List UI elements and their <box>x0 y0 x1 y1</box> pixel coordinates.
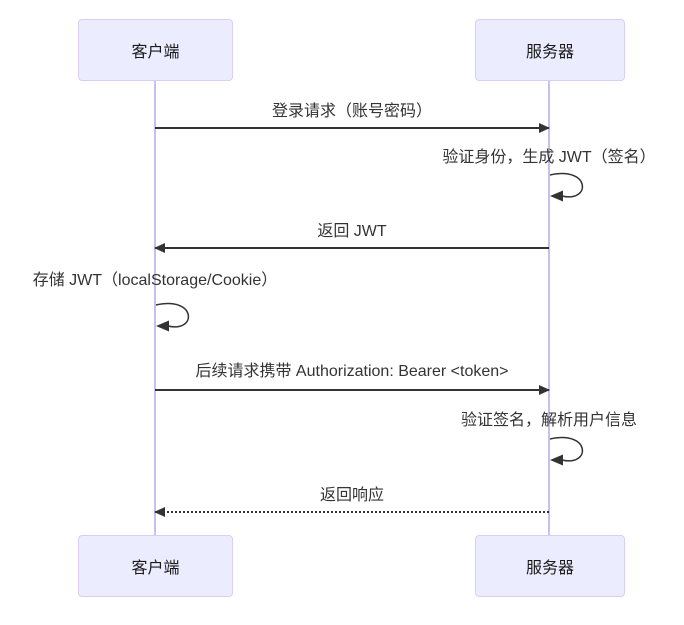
message-bearer-token-arrow <box>155 385 550 395</box>
message-bearer-token-label: 后续请求携带 Authorization: Bearer <token> <box>195 363 509 380</box>
message-login-request-label: 登录请求（账号密码） <box>271 103 433 120</box>
arrow-line-dotted <box>155 511 549 513</box>
server-self-loop-arrow-2 <box>549 436 584 466</box>
server-lifeline <box>548 80 550 536</box>
arrowhead-left-icon <box>154 243 165 253</box>
actor-client-top-label: 客户端 <box>131 44 180 61</box>
arrow-line <box>155 389 549 391</box>
arrowhead-right-icon <box>539 385 550 395</box>
actor-client-bottom: 客户端 <box>78 535 233 597</box>
arrow-line <box>155 127 549 129</box>
actor-server-top: 服务器 <box>475 19 625 81</box>
message-return-response-arrow <box>154 507 549 517</box>
message-return-response-label: 返回响应 <box>319 487 385 504</box>
arrowhead-left-icon <box>154 507 165 517</box>
message-verify-generate-jwt-label: 验证身份，生成 JWT（签名） <box>442 149 656 166</box>
message-return-jwt-arrow <box>154 243 549 253</box>
client-self-loop-arrow <box>155 302 190 332</box>
message-store-jwt-label: 存储 JWT（localStorage/Cookie） <box>32 272 278 289</box>
client-lifeline <box>154 80 156 536</box>
message-verify-signature-label: 验证签名，解析用户信息 <box>460 412 638 429</box>
actor-client-top: 客户端 <box>78 19 233 81</box>
actor-server-bottom-label: 服务器 <box>525 560 574 577</box>
actor-server-bottom: 服务器 <box>475 535 625 597</box>
arrowhead-right-icon <box>539 123 550 133</box>
server-self-loop-arrow <box>549 172 584 202</box>
actor-server-top-label: 服务器 <box>525 44 574 61</box>
arrow-line <box>155 247 549 249</box>
actor-client-bottom-label: 客户端 <box>131 560 180 577</box>
message-return-jwt-label: 返回 JWT <box>317 223 387 240</box>
message-login-request-arrow <box>155 123 550 133</box>
